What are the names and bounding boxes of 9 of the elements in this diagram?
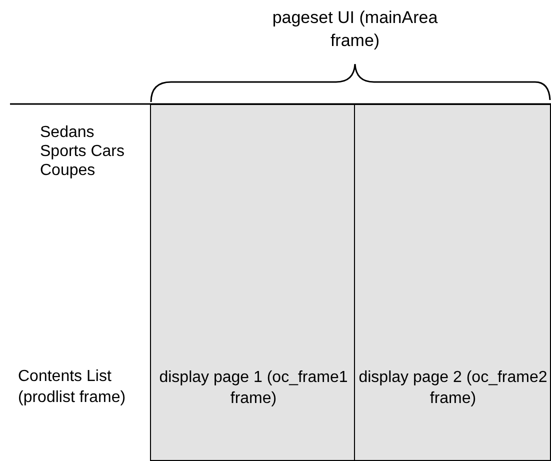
frame-panel: [355, 104, 551, 461]
list-item: Coupes: [40, 161, 96, 181]
frame-label: display page 2 (oc_frame2 frame): [358, 368, 548, 409]
section-heading: pageset UI (mainArea frame): [271, 7, 439, 52]
list-item: Sedans: [40, 123, 96, 143]
frame-panel: [150, 104, 355, 461]
frame-label: display page 1 (oc_frame1 frame): [158, 368, 349, 409]
list-item: Sports Cars: [40, 142, 126, 162]
frame-label: Contents List (prodlist frame): [18, 367, 127, 408]
